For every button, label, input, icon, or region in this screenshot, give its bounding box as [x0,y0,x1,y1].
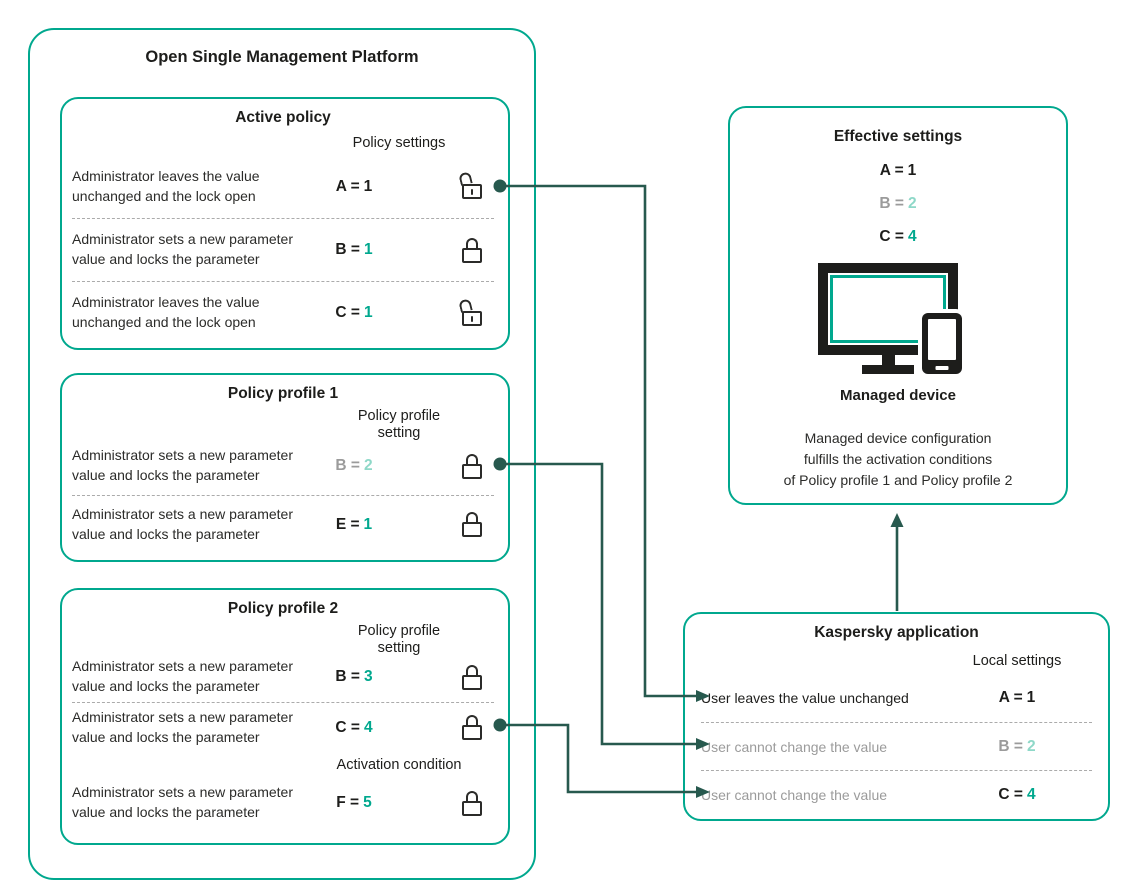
parameter-equation: B =3 [335,668,373,685]
parameter-equation: C =4 [335,718,373,736]
closed-lock-icon [461,664,483,691]
monitor-icon [818,263,958,355]
parameter-equation: B =1 [335,241,373,258]
policy-row: Administrator sets a new parameter value… [72,702,494,752]
policy-row: Administrator leaves the value unchanged… [72,155,494,218]
kaspersky-application-title: Kaspersky application [814,624,979,641]
policy-profile-1-title: Policy profile 1 [227,385,339,402]
effective-settings-title: Effective settings [833,128,963,145]
row-description: Administrator sets a new parameter value… [72,505,293,542]
parameter-equation: C =4 [998,785,1036,803]
local-setting-row: User leaves the value unchanged A =1 [701,674,1092,722]
closed-lock-icon [461,790,483,817]
row-description: Administrator leaves the value unchanged… [72,294,260,330]
row-description: Administrator sets a new parameter value… [72,708,293,745]
parameter-equation: B =2 [335,457,373,474]
parameter-equation: E =1 [335,515,373,533]
local-setting-row: User cannot change the value C =4 [701,770,1092,818]
open-lock-icon [458,171,483,200]
effective-equation: B =2 [879,195,917,212]
policy-row: Administrator sets a new parameter value… [72,495,494,553]
parameter-equation: C =1 [335,304,373,321]
active-policy-title: Active policy [235,109,331,126]
parameter-equation: A =1 [998,689,1036,706]
policy-profile-setting-column-label: Policy profile setting [357,408,441,442]
row-description: User cannot change the value [701,786,888,803]
row-description: Administrator sets a new parameter value… [72,231,293,267]
row-description: Administrator sets a new parameter value… [72,784,293,820]
local-settings-column-label: Local settings [972,653,1062,669]
activation-condition-label: Activation condition [336,757,462,773]
row-description: Administrator leaves the value unchanged… [72,167,260,204]
panel-policy-profile-1: Policy profile 1 Policy profile setting … [60,373,510,562]
closed-lock-icon [461,237,483,264]
parameter-equation: B =2 [998,737,1036,755]
panel-policy-profile-2: Policy profile 2 Policy profile setting … [60,588,510,845]
parameter-equation: A =1 [335,177,373,195]
row-description: Administrator sets a new parameter value… [72,658,293,694]
policy-profile-setting-column-label: Policy profile setting [357,623,441,657]
effective-equation: A =1 [879,162,917,179]
panel-kaspersky-application: Kaspersky application Local settings Use… [683,612,1110,821]
policy-row: Administrator leaves the value unchanged… [72,281,494,344]
panel-effective-settings: Effective settings A =1 B =2 C =4 Manage… [728,106,1068,505]
closed-lock-icon [461,714,483,741]
policy-settings-column-label: Policy settings [352,135,446,151]
managed-device-label: Managed device [840,387,956,404]
arrowhead-up-icon [890,513,904,527]
parameter-equation: F =5 [336,794,372,811]
row-description: User leaves the value unchanged [701,690,909,706]
managed-device-icon [816,263,980,375]
phone-icon [922,313,962,374]
policy-row: Administrator sets a new parameter value… [72,778,494,828]
panel-active-policy: Active policy Policy settings Administra… [60,97,510,350]
closed-lock-icon [461,453,483,480]
policy-profile-2-title: Policy profile 2 [227,600,339,617]
effective-settings-note: Managed device configuration fulfills th… [783,430,1013,488]
platform-title: Open Single Management Platform [145,48,419,66]
policy-row: Administrator sets a new parameter value… [72,652,494,702]
row-description: Administrator sets a new parameter value… [72,447,293,483]
row-description: User cannot change the value [701,738,888,755]
open-lock-icon [458,297,483,327]
policy-row: Administrator sets a new parameter value… [72,437,494,495]
policy-row: Administrator sets a new parameter value… [72,218,494,281]
closed-lock-icon [461,511,483,538]
effective-equation: C =4 [879,228,917,245]
local-setting-row: User cannot change the value B =2 [701,722,1092,770]
